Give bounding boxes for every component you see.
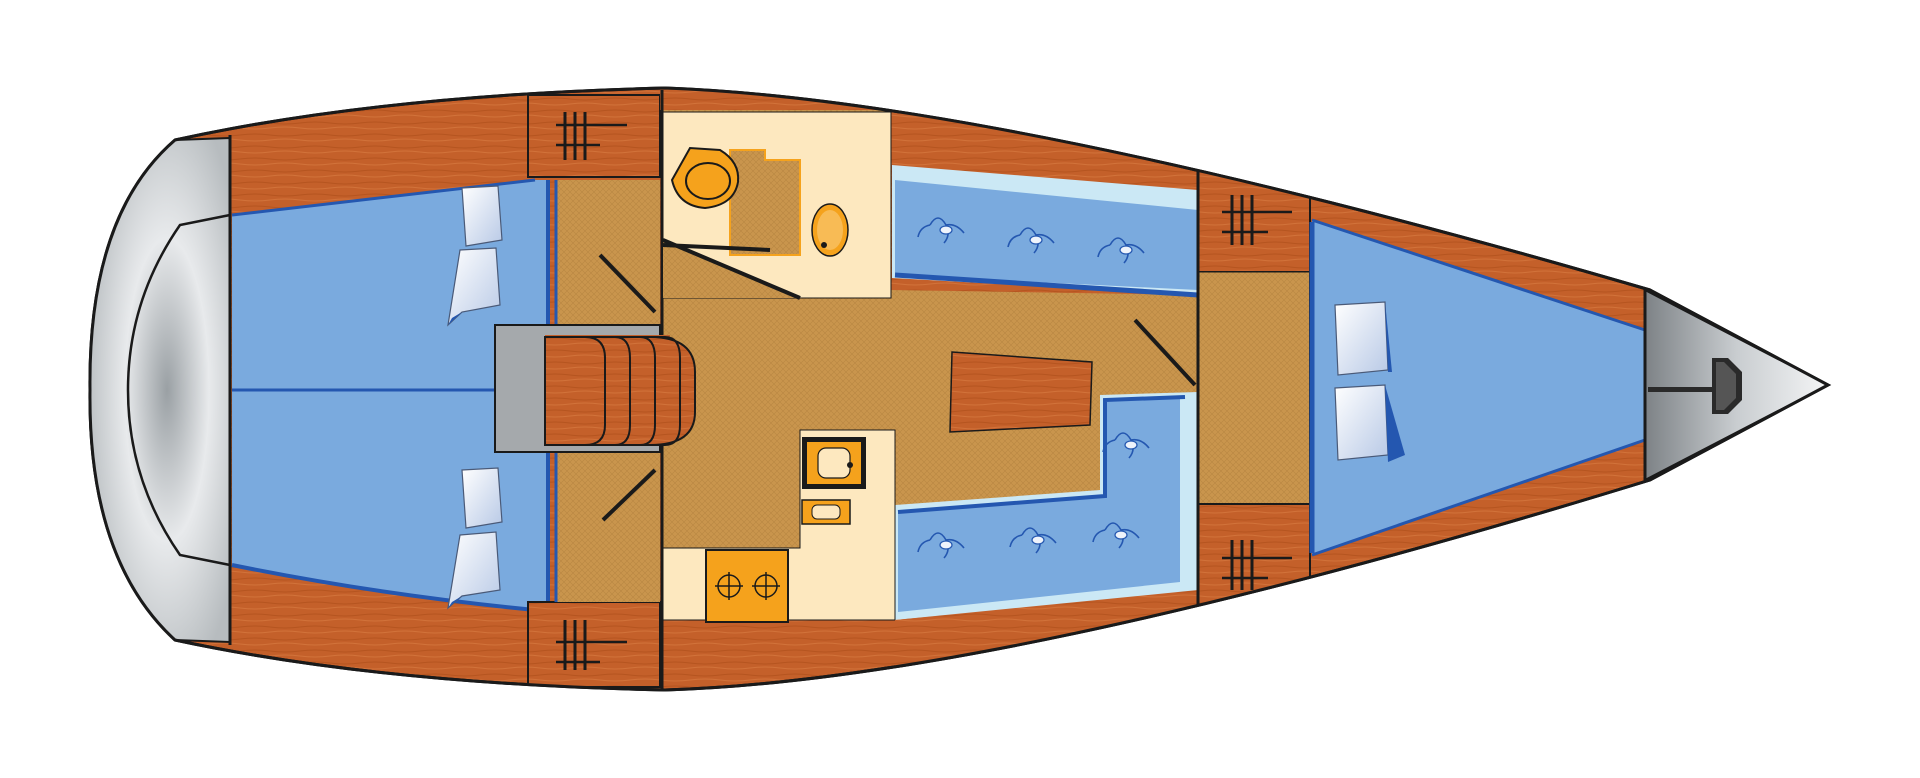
forward-locker-bottom xyxy=(1197,503,1311,635)
aft-locker-top xyxy=(527,94,661,178)
anchor-roller-icon xyxy=(1648,358,1742,414)
cushion-button-icon xyxy=(1007,227,1055,254)
mast-step-icon xyxy=(556,112,627,160)
forward-passage-floor xyxy=(1197,271,1311,505)
wash-basin-icon xyxy=(811,203,849,257)
cushion-button-icon xyxy=(917,532,965,559)
cushion-button-icon xyxy=(1009,527,1057,554)
mast-step-icon xyxy=(1222,195,1292,245)
toilet-icon xyxy=(670,146,740,210)
pillow-icon xyxy=(1334,301,1405,462)
salon-table xyxy=(949,351,1093,433)
hull-outline xyxy=(88,86,1832,692)
aft-locker-bottom xyxy=(527,601,661,688)
cushion-button-icon xyxy=(1097,237,1145,264)
forward-berth xyxy=(1309,218,1646,557)
mast-step-icon xyxy=(1222,540,1292,590)
pillow-icon xyxy=(447,467,503,610)
stove-icon xyxy=(705,549,789,623)
cushion-button-icon xyxy=(917,217,965,244)
mast-step-icon xyxy=(556,620,627,670)
pillow-icon xyxy=(447,185,503,327)
starboard-hull-wood xyxy=(660,88,1200,165)
companionway-stairs-icon xyxy=(494,324,696,453)
cushion-button-icon xyxy=(1092,522,1140,549)
galley-sink-icon xyxy=(801,437,866,525)
stern-transom xyxy=(89,135,232,645)
settee-upper xyxy=(892,165,1200,300)
cushion-button-icon xyxy=(1102,432,1150,459)
settee-lower xyxy=(895,390,1200,630)
